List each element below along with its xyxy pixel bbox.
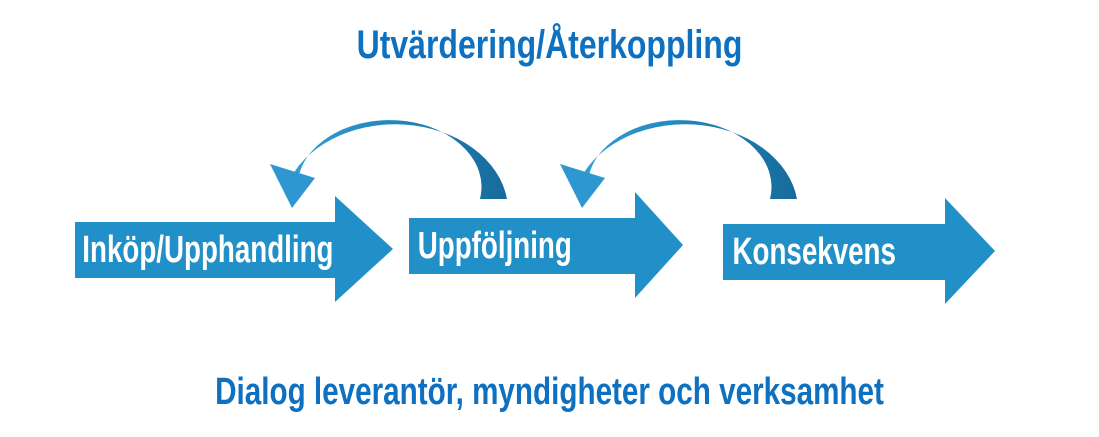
process-arrow-shape-1 [75, 196, 393, 302]
process-arrow-shape-3 [723, 198, 995, 304]
arrow-label-inkop-upphandling: Inköp/Upphandling [82, 228, 334, 271]
feedback-arc-arrowhead-icon-1 [270, 164, 315, 208]
feedback-arc-arrowhead-icon-2 [560, 164, 605, 208]
feedback-arc-2 [577, 120, 797, 199]
diagram-title: Utvärdering/Återkoppling [356, 23, 743, 67]
feedback-arc-1 [287, 120, 507, 199]
process-arrow-shape-2 [409, 192, 683, 298]
diagram-footer: Dialog leverantör, myndigheter och verks… [215, 371, 884, 413]
arrow-label-uppfoljning: Uppföljning [417, 224, 572, 267]
arrow-label-konsekvens: Konsekvens [732, 230, 896, 273]
